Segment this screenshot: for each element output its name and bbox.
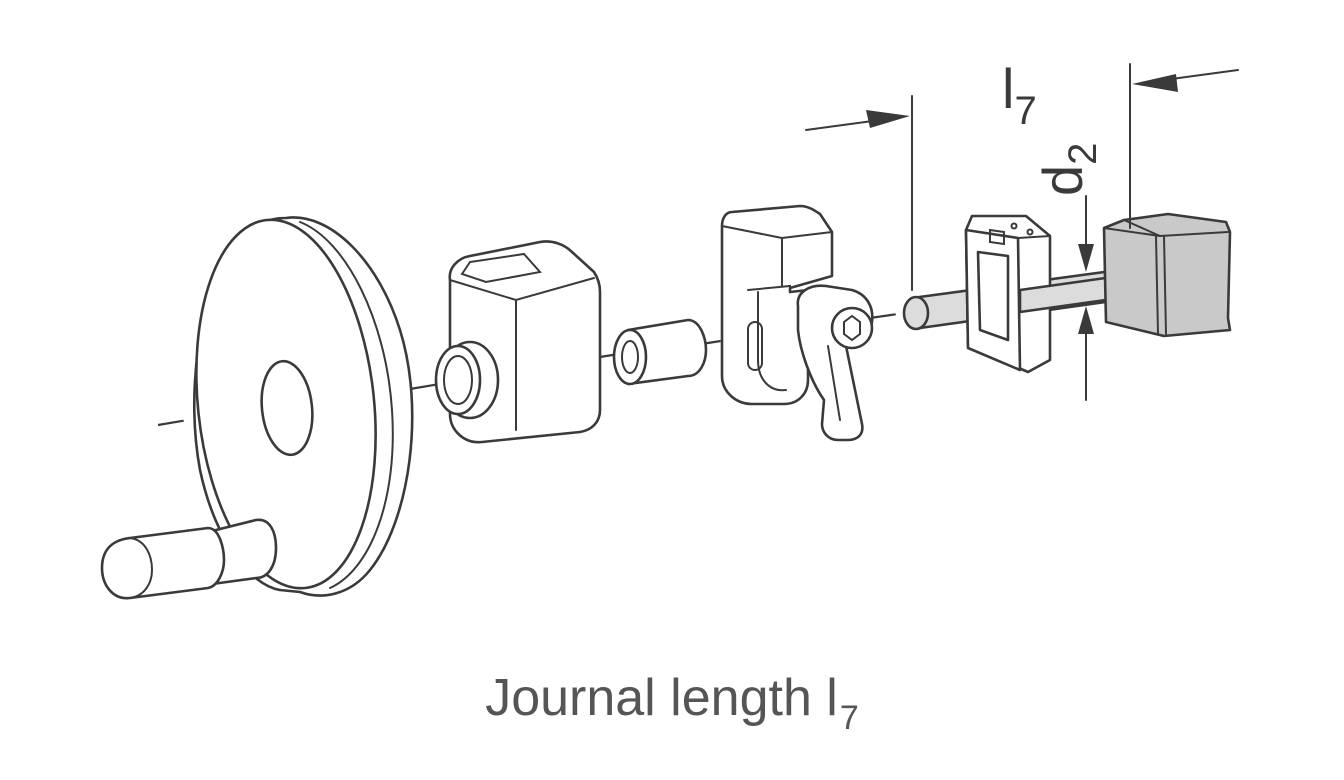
position-indicator <box>434 240 602 444</box>
bushing <box>612 318 708 386</box>
caption-subscript: 7 <box>839 699 859 737</box>
mounting-frame <box>964 214 1136 374</box>
caption-text: Journal length l <box>485 669 838 727</box>
machine-block <box>1102 212 1232 338</box>
dimension-length <box>805 63 1239 291</box>
label-length-symbol: l7 <box>1002 57 1037 133</box>
dimension-diameter <box>1078 195 1094 401</box>
label-diameter-symbol: d2 <box>1031 143 1105 196</box>
handwheel <box>100 216 414 600</box>
caption: Journal length l7 <box>0 668 1344 738</box>
clamp-with-lever <box>720 204 874 442</box>
